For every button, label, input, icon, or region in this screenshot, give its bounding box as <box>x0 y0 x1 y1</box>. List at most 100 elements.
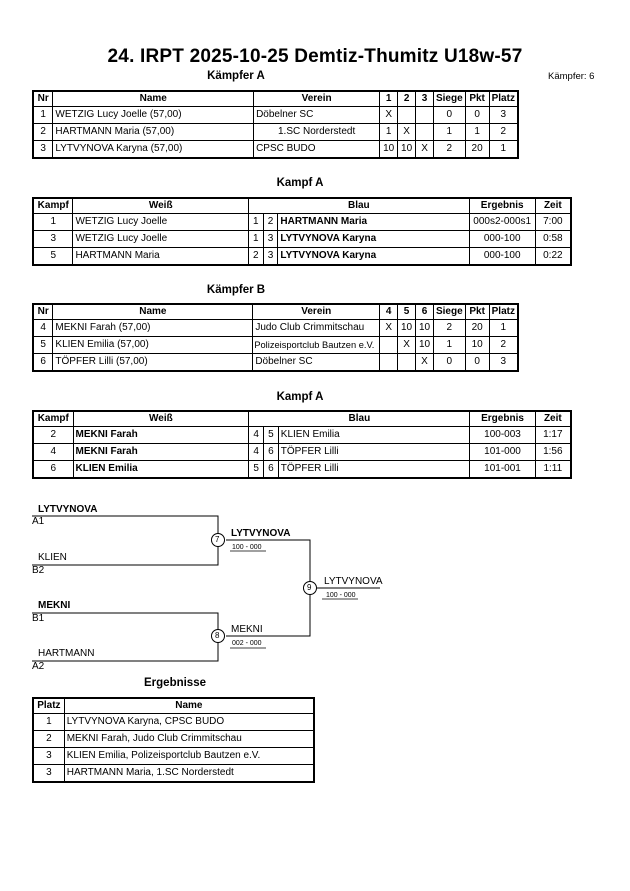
col-name: Name <box>63 697 315 714</box>
table-row: 6 TÖPFER Lilli (57,00) Döbelner SC X 0 0… <box>32 353 519 372</box>
score-cell: X <box>415 353 434 372</box>
pool-b-header-row: Nr Name Verein 4 5 6 Siege Pkt Platz <box>32 303 519 320</box>
platz-cell: 2 <box>488 123 519 141</box>
name-cell: TÖPFER Lilli (57,00) <box>52 353 254 372</box>
col-ergebnis: Ergebnis <box>469 410 536 427</box>
table-row: 2 HARTMANN Maria (57,00) 1.SC Nordersted… <box>32 123 519 141</box>
bracket-sf2-score: 002 - 000 <box>232 640 262 647</box>
results-label: Ergebnisse <box>144 677 206 689</box>
score-cell: X <box>415 140 434 159</box>
verein-cell: 1.SC Norderstedt <box>253 123 381 141</box>
bracket-final-score: 100 - 000 <box>326 592 356 599</box>
weiss-nr-cell: 2 <box>247 247 264 266</box>
name-cell: KLIEN Emilia (57,00) <box>52 336 254 354</box>
table-row: 4 MEKNI Farah (57,00) Judo Club Crimmits… <box>32 319 519 337</box>
score-cell: 10 <box>415 336 434 354</box>
score-cell: 10 <box>397 140 417 159</box>
pool-a-table: Nr Name Verein 1 2 3 Siege Pkt Platz 1 W… <box>32 90 519 159</box>
table-row: 3 LYTVYNOVA Karyna (57,00) CPSC BUDO 10 … <box>32 140 519 159</box>
weiss-cell: WETZIG Lucy Joelle <box>72 230 249 248</box>
blau-cell: LYTVYNOVA Karyna <box>277 230 470 248</box>
bracket-sf1-top: LYTVYNOVA <box>38 504 98 515</box>
bracket-sf1-bottom: KLIEN <box>38 552 67 563</box>
table-row: 2 MEKNI Farah, Judo Club Crimmitschau <box>32 730 315 748</box>
platz-cell: 1 <box>488 140 519 159</box>
blau-cell: TÖPFER Lilli <box>277 443 471 461</box>
ergebnis-cell: 101-001 <box>469 460 536 479</box>
score-cell: X <box>397 336 417 354</box>
table-row: 1 WETZIG Lucy Joelle (57,00) Döbelner SC… <box>32 106 519 124</box>
platz-cell: 2 <box>32 730 65 748</box>
table-row: 4 MEKNI Farah 4 6 TÖPFER Lilli 101-000 1… <box>32 443 572 461</box>
ergebnis-cell: 000-100 <box>468 247 536 266</box>
page-title: 24. IRPT 2025-10-25 Demtiz-Thumitz U18w-… <box>107 46 523 67</box>
fighter-count: Kämpfer: 6 <box>548 71 595 82</box>
fight-9-circle <box>303 581 317 595</box>
bracket-seed-b2: B2 <box>32 565 45 576</box>
pool-b-table: Nr Name Verein 4 5 6 Siege Pkt Platz 4 M… <box>32 303 519 372</box>
fight-7-circle <box>211 533 225 547</box>
platz-cell: 2 <box>488 336 519 354</box>
ergebnis-cell: 000-100 <box>468 230 536 248</box>
blau-cell: LYTVYNOVA Karyna <box>277 247 470 266</box>
kampf-cell: 4 <box>32 443 74 461</box>
platz-cell: 3 <box>32 747 65 765</box>
kampf-cell: 5 <box>32 247 74 266</box>
name-cell: KLIEN Emilia, Polizeisportclub Bautzen e… <box>63 747 315 765</box>
table-row: 6 KLIEN Emilia 5 6 TÖPFER Lilli 101-001 … <box>32 460 572 479</box>
fights-b-table: Kampf Weiß Blau Ergebnis Zeit 2 MEKNI Fa… <box>32 410 572 479</box>
weiss-nr-cell: 1 <box>247 230 264 248</box>
zeit-cell: 1:11 <box>534 460 572 479</box>
weiss-cell: MEKNI Farah <box>72 443 250 461</box>
fight-7-number: 7 <box>215 535 220 544</box>
fight-8-number: 8 <box>215 631 220 640</box>
bracket-sf2-top: MEKNI <box>38 600 71 611</box>
weiss-cell: KLIEN Emilia <box>72 460 250 479</box>
verein-cell: Polizeisportclub Bautzen e.V. <box>252 336 381 354</box>
fight-9-number: 9 <box>307 583 312 592</box>
table-row: 3 WETZIG Lucy Joelle 1 3 LYTVYNOVA Karyn… <box>32 230 572 248</box>
table-row: 5 KLIEN Emilia (57,00) Polizeisportclub … <box>32 336 519 354</box>
platz-cell: 1 <box>32 713 65 731</box>
bracket-seed-a1: A1 <box>32 516 45 527</box>
name-cell: LYTVYNOVA Karyna, CPSC BUDO <box>63 713 315 731</box>
table-row: 1 LYTVYNOVA Karyna, CPSC BUDO <box>32 713 315 731</box>
fights-a-table: Kampf Weiß Blau Ergebnis Zeit 1 WETZIG L… <box>32 197 572 266</box>
zeit-cell: 0:22 <box>534 247 572 266</box>
bracket-seed-b1: B1 <box>32 613 45 624</box>
siege-cell: 0 <box>432 353 466 372</box>
fights-b-label: Kampf A <box>276 391 324 403</box>
bracket-sf1-score: 100 - 000 <box>232 544 262 551</box>
platz-cell: 3 <box>488 353 519 372</box>
platz-cell: 3 <box>32 764 65 783</box>
results-table: Platz Name 1 LYTVYNOVA Karyna, CPSC BUDO… <box>32 697 315 783</box>
bracket-seed-a2: A2 <box>32 661 45 672</box>
verein-cell: Döbelner SC <box>252 353 381 372</box>
bracket-final-winner: LYTVYNOVA <box>324 576 383 587</box>
zeit-cell: 0:58 <box>534 230 572 248</box>
table-row: 3 HARTMANN Maria, 1.SC Norderstedt <box>32 764 315 783</box>
fights-a-label: Kampf A <box>276 177 324 189</box>
pkt-cell: 20 <box>464 140 490 159</box>
pool-b-label: Kämpfer B <box>206 284 266 296</box>
blau-nr-cell: 6 <box>263 460 279 479</box>
bracket-sf1-winner: LYTVYNOVA <box>231 528 291 539</box>
fight-8-circle <box>211 629 225 643</box>
weiss-nr-cell: 1 <box>247 213 264 231</box>
weiss-cell: HARTMANN Maria <box>72 247 249 266</box>
name-cell: MEKNI Farah, Judo Club Crimmitschau <box>63 730 315 748</box>
zeit-cell: 1:56 <box>534 443 572 461</box>
bracket-sf2-winner: MEKNI <box>231 624 263 635</box>
bracket-sf2-bottom: HARTMANN <box>38 648 95 659</box>
ergebnis-cell: 101-000 <box>469 443 536 461</box>
table-row: 5 HARTMANN Maria 2 3 LYTVYNOVA Karyna 00… <box>32 247 572 266</box>
pool-a-label: Kämpfer A <box>207 70 265 82</box>
ergebnis-cell: 000s2-000s1 <box>468 213 536 231</box>
results-header-row: Platz Name <box>32 697 315 714</box>
name-cell: HARTMANN Maria, 1.SC Norderstedt <box>63 764 315 783</box>
col-platz: Platz <box>32 697 65 714</box>
table-row: 3 KLIEN Emilia, Polizeisportclub Bautzen… <box>32 747 315 765</box>
score-cell <box>415 123 434 141</box>
verein-cell: CPSC BUDO <box>253 140 381 159</box>
